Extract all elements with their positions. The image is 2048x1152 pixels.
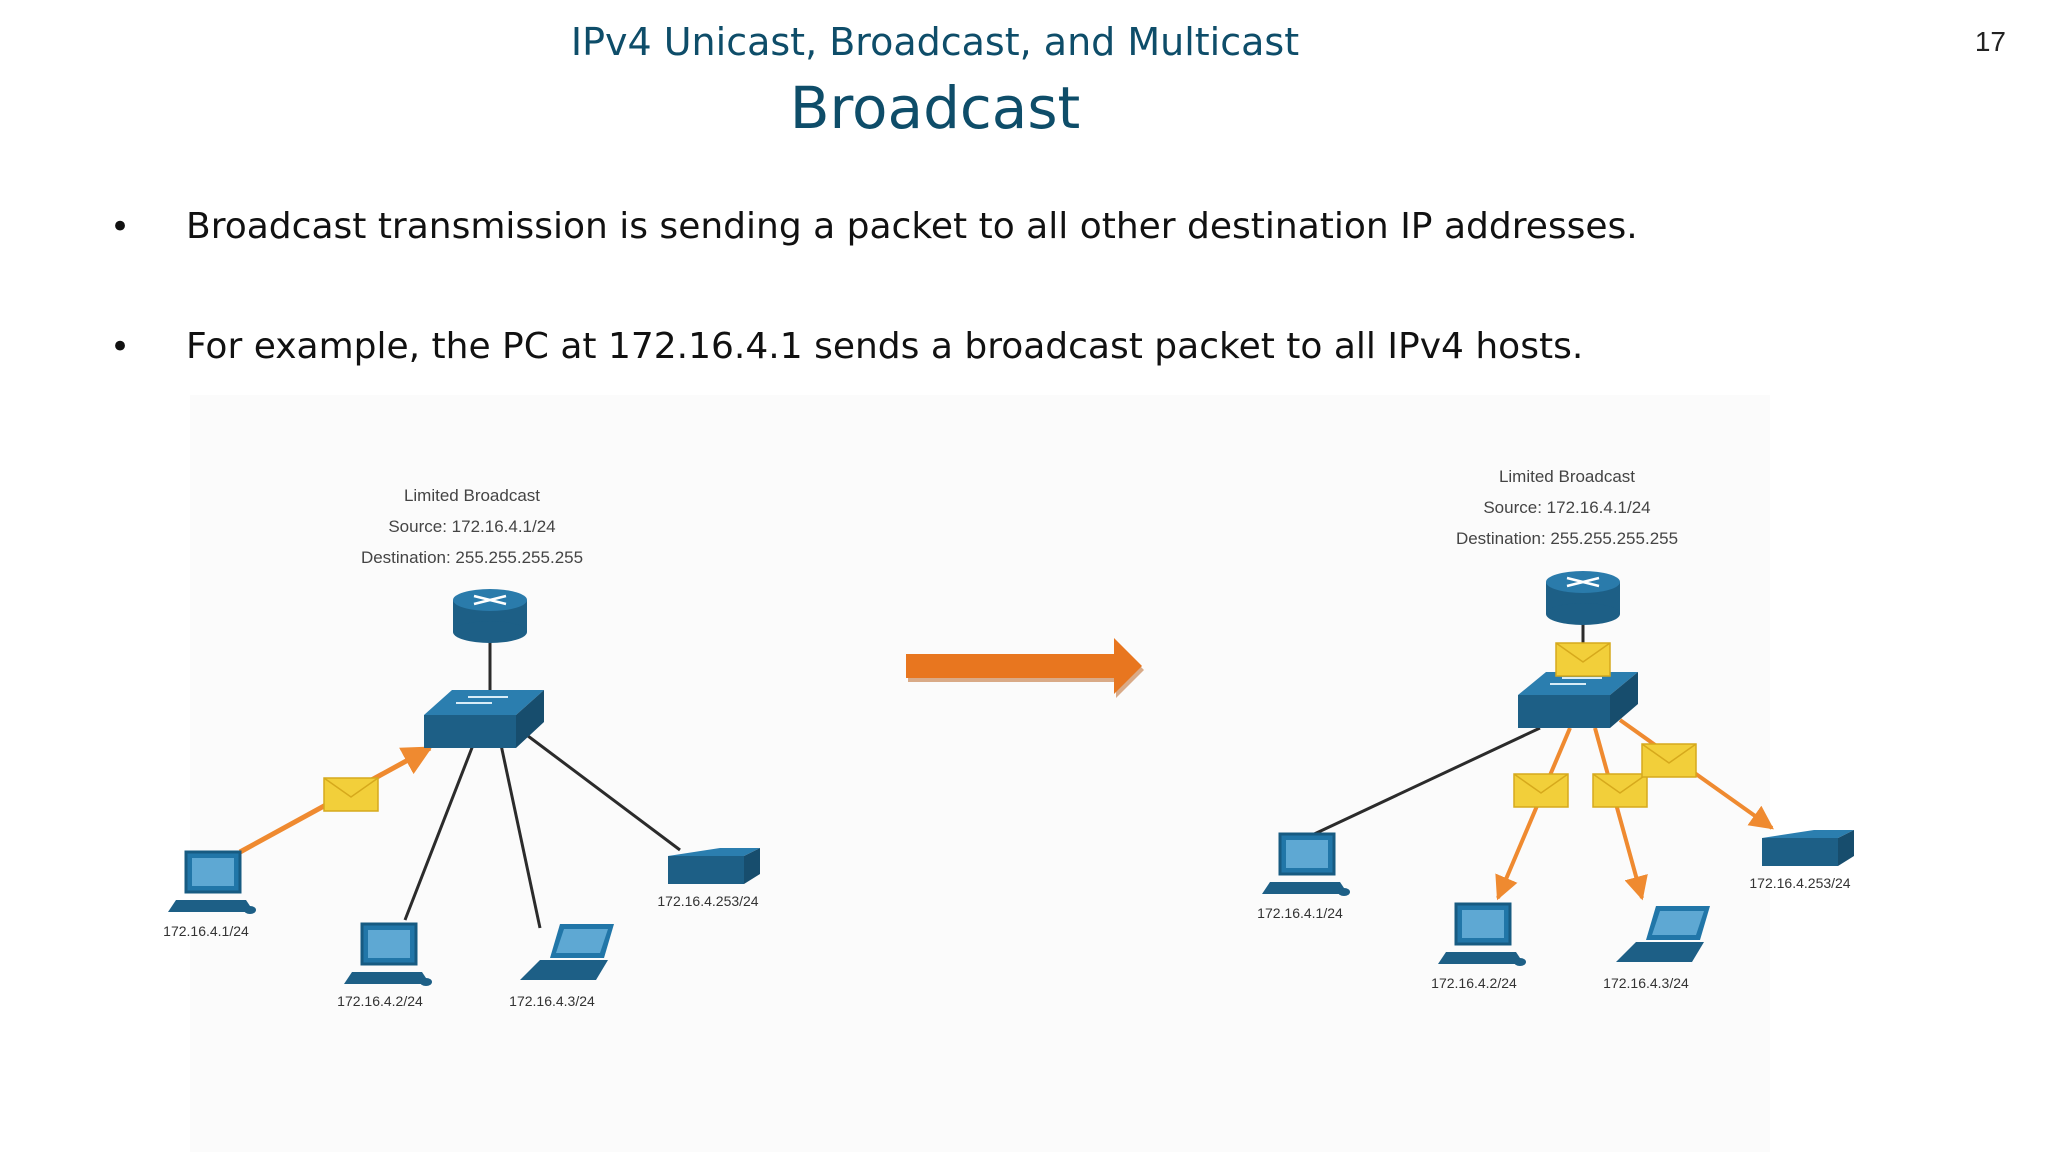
right-caption-source: Source: 172.16.4.1/24 bbox=[1483, 498, 1650, 517]
left-host-label-3: 172.16.4.3/24 bbox=[509, 993, 595, 1009]
desktop-pc-icon bbox=[1438, 902, 1526, 966]
left-caption-title: Limited Broadcast bbox=[404, 486, 540, 505]
switch-icon bbox=[1518, 672, 1638, 728]
switch-icon bbox=[424, 690, 544, 748]
left-caption-source: Source: 172.16.4.1/24 bbox=[388, 517, 555, 536]
right-host-label-4: 172.16.4.253/24 bbox=[1749, 875, 1850, 891]
left-host-label-1: 172.16.4.1/24 bbox=[163, 923, 249, 939]
desktop-pc-icon bbox=[344, 922, 432, 986]
bullet-text: Broadcast transmission is sending a pack… bbox=[186, 206, 1638, 247]
link-laptop bbox=[498, 739, 542, 929]
left-diagram: Limited Broadcast Source: 172.16.4.1/24 … bbox=[163, 486, 760, 1009]
left-host-label-4: 172.16.4.253/24 bbox=[657, 893, 758, 909]
bullet-item: • Broadcast transmission is sending a pac… bbox=[110, 196, 1910, 258]
diagram-panel-background bbox=[190, 395, 1770, 1152]
transition-arrow-icon bbox=[906, 638, 1144, 698]
left-host-label-2: 172.16.4.2/24 bbox=[337, 993, 423, 1009]
slide-title: Broadcast bbox=[789, 74, 1081, 142]
bullet-item: • For example, the PC at 172.16.4.1 sends… bbox=[110, 316, 1910, 378]
link-printer bbox=[519, 728, 681, 852]
desktop-pc-icon bbox=[1262, 832, 1350, 896]
right-host-label-1: 172.16.4.1/24 bbox=[1257, 905, 1343, 921]
slide-subtitle: IPv4 Unicast, Broadcast, and Multicast bbox=[570, 20, 1300, 64]
right-caption-title: Limited Broadcast bbox=[1499, 467, 1635, 486]
envelope-icon bbox=[323, 777, 379, 812]
router-icon bbox=[453, 589, 527, 643]
laptop-icon bbox=[520, 924, 614, 980]
envelope-icon bbox=[1555, 642, 1611, 677]
left-links bbox=[403, 640, 681, 929]
slide-number: 17 bbox=[1974, 26, 2006, 57]
left-caption-destination: Destination: 255.255.255.255 bbox=[361, 548, 583, 567]
laptop-icon bbox=[1616, 906, 1710, 962]
printer-icon bbox=[1762, 830, 1854, 866]
envelope-icon bbox=[1592, 773, 1648, 808]
right-caption-destination: Destination: 255.255.255.255 bbox=[1456, 529, 1678, 548]
envelope-icon bbox=[1513, 773, 1569, 808]
flow-to-laptop bbox=[1593, 727, 1648, 901]
bullet-list: • Broadcast transmission is sending a pac… bbox=[110, 196, 1910, 436]
right-host-label-3: 172.16.4.3/24 bbox=[1603, 975, 1689, 991]
bullet-text: For example, the PC at 172.16.4.1 sends … bbox=[186, 326, 1584, 367]
envelope-icon bbox=[1641, 743, 1697, 778]
right-flow-arrows bbox=[1495, 718, 1774, 901]
bullet-dot-icon: • bbox=[110, 207, 131, 247]
right-diagram: Limited Broadcast Source: 172.16.4.1/24 … bbox=[1257, 467, 1854, 991]
desktop-pc-icon bbox=[168, 850, 256, 914]
router-icon bbox=[1546, 571, 1620, 625]
right-host-label-2: 172.16.4.2/24 bbox=[1431, 975, 1517, 991]
flow-to-pc2 bbox=[1495, 727, 1572, 901]
printer-icon bbox=[668, 848, 760, 884]
bullet-dot-icon: • bbox=[110, 327, 131, 367]
link-pc2 bbox=[403, 739, 477, 921]
link-pc1 bbox=[1309, 726, 1541, 838]
